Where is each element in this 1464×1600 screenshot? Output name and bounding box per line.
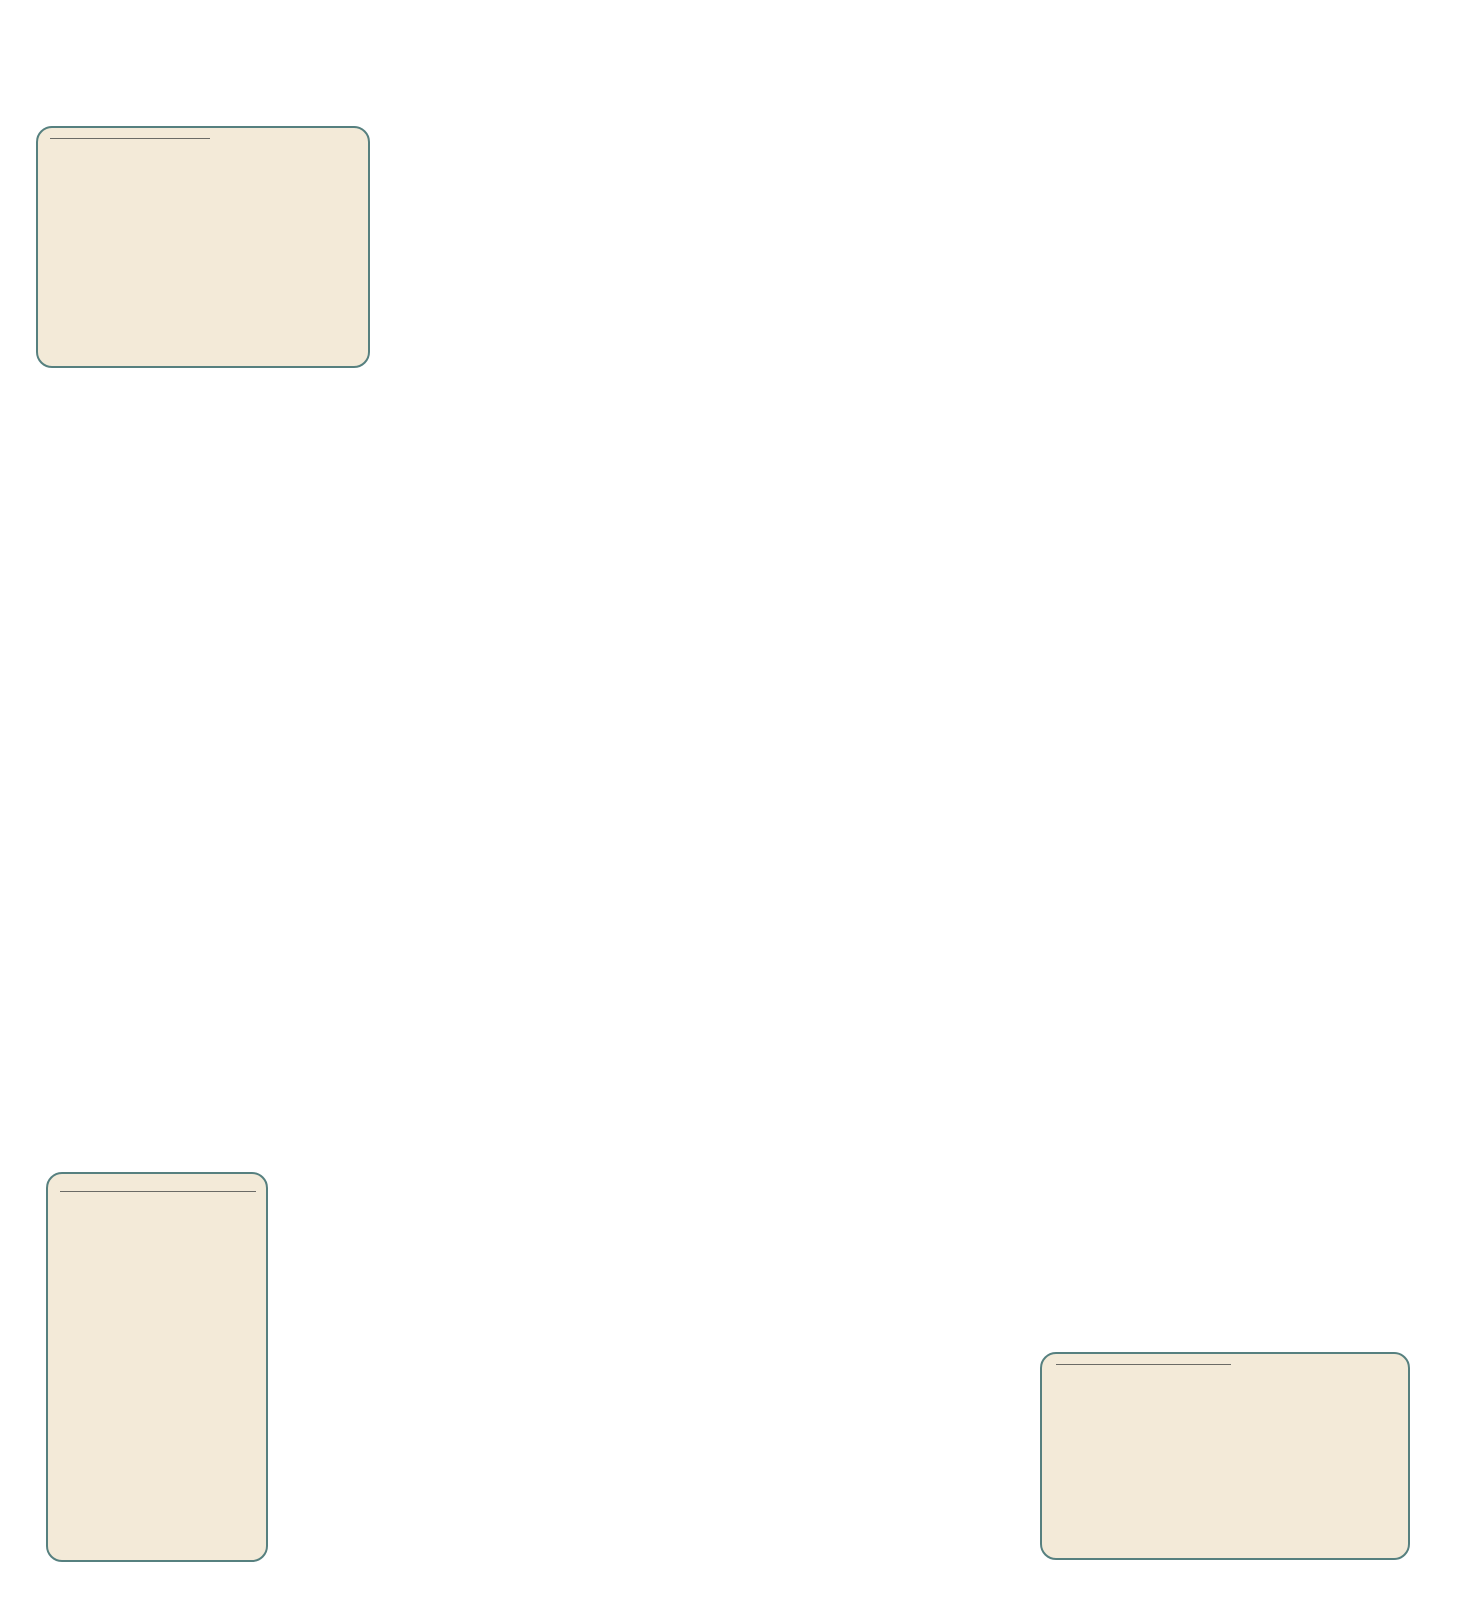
lines-legend-panel (36, 126, 370, 368)
symbology-panel (1040, 1352, 1410, 1560)
divider (1056, 1364, 1231, 1365)
zones-legend-panel (46, 1172, 268, 1562)
divider (50, 138, 210, 139)
zones-legend-subtitle (60, 1186, 256, 1192)
